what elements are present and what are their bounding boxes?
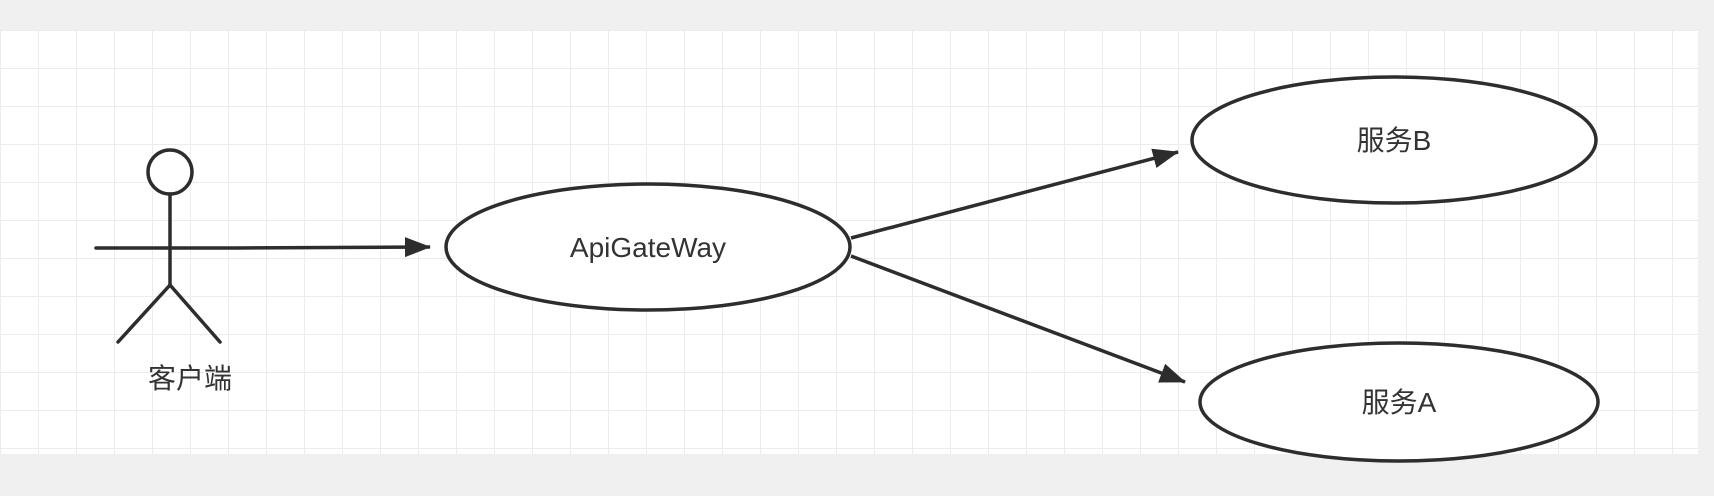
- actor-leg-right: [168, 283, 222, 344]
- node-usecase-service-a[interactable]: 服务A: [1198, 341, 1600, 463]
- actor-client-label: 客户端: [148, 363, 232, 394]
- page-margin-top: [0, 0, 1714, 30]
- edges: [237, 148, 1186, 384]
- apigateway-label: ApiGateWay: [570, 232, 726, 263]
- edge-client-to-apigateway[interactable]: [237, 237, 431, 258]
- edge-apigateway-to-service-a[interactable]: [850, 254, 1186, 384]
- edge-apigateway-to-service-b[interactable]: [850, 148, 1179, 240]
- actor-leg-left: [116, 283, 172, 344]
- service-b-ellipse: [1190, 75, 1598, 205]
- service-a-ellipse: [1198, 341, 1600, 463]
- actor-head: [146, 148, 194, 196]
- node-usecase-apigateway[interactable]: ApiGateWay: [444, 182, 852, 312]
- node-actor-client[interactable]: 客户端: [94, 148, 240, 394]
- service-a-label: 服务A: [1362, 387, 1437, 418]
- apigateway-ellipse: [444, 182, 852, 312]
- node-usecase-service-b[interactable]: 服务B: [1190, 75, 1598, 205]
- service-b-label: 服务B: [1357, 125, 1432, 156]
- page-margin-right: [1698, 0, 1714, 496]
